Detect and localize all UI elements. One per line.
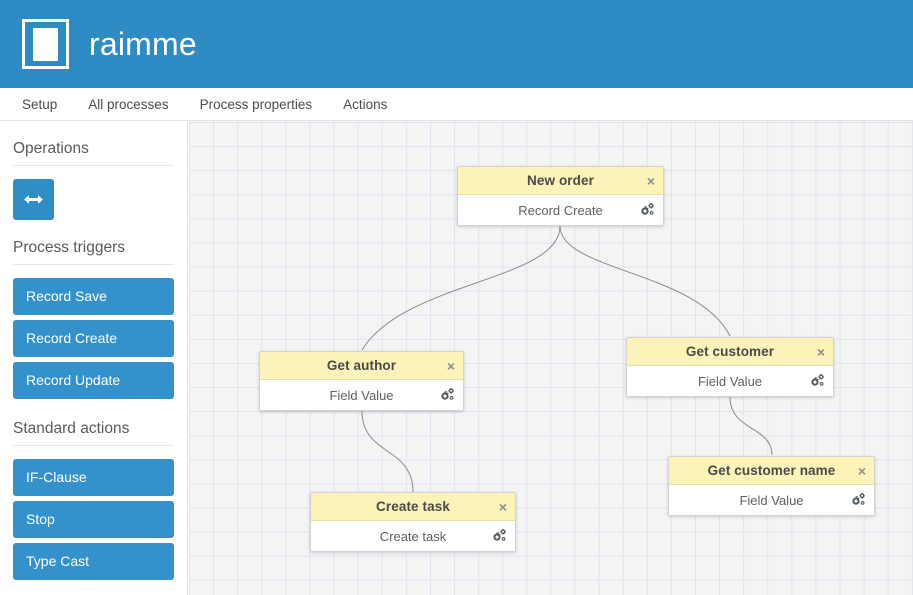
cogs-icon[interactable] <box>849 493 866 508</box>
main-nav: Setup All processes Process properties A… <box>0 88 913 121</box>
trigger-record-save[interactable]: Record Save <box>13 278 174 315</box>
action-if-clause[interactable]: IF-Clause <box>13 459 174 496</box>
process-canvas[interactable]: New order × Record Create <box>189 121 913 595</box>
logo-page-shape <box>33 27 58 61</box>
trigger-record-update[interactable]: Record Update <box>13 362 174 399</box>
node-title: New order <box>527 173 594 188</box>
node-subtitle: Create task <box>379 528 447 544</box>
cogs-icon[interactable] <box>808 374 825 389</box>
node-body: Field Value <box>627 366 833 396</box>
connector-get-author-to-create-task <box>361 410 414 493</box>
close-icon[interactable]: × <box>498 498 507 515</box>
node-subtitle: Field Value <box>329 387 394 403</box>
close-icon[interactable]: × <box>857 462 866 479</box>
node-header[interactable]: Get author × <box>260 352 463 380</box>
sidebar-heading-standard-actions: Standard actions <box>13 404 174 446</box>
action-type-cast[interactable]: Type Cast <box>13 543 174 580</box>
node-subtitle: Field Value <box>697 373 763 389</box>
node-title: Get author <box>326 358 397 373</box>
trigger-record-create[interactable]: Record Create <box>13 320 174 357</box>
connector-new-order-to-get-author <box>361 225 561 351</box>
flow-node-new-order[interactable]: New order × Record Create <box>457 166 664 226</box>
node-header[interactable]: Create task × <box>311 493 515 521</box>
sidebar-heading-operations: Operations <box>13 121 174 166</box>
connector-new-order-to-get-customer <box>559 225 731 337</box>
node-subtitle: Field Value <box>739 492 804 508</box>
operation-resize-button[interactable] <box>13 179 54 220</box>
nav-item-setup[interactable]: Setup <box>22 96 58 112</box>
node-header[interactable]: Get customer name × <box>669 457 874 485</box>
flow-node-get-customer-name[interactable]: Get customer name × Field Value <box>668 456 875 516</box>
connector-get-customer-to-get-customer-name <box>729 396 773 456</box>
action-stop[interactable]: Stop <box>13 501 174 538</box>
cogs-icon[interactable] <box>490 529 507 544</box>
nav-item-actions[interactable]: Actions <box>343 96 388 112</box>
app-header: raimme <box>0 0 913 88</box>
node-title: Get customer <box>685 344 775 359</box>
flow-node-create-task[interactable]: Create task × Create task <box>310 492 516 552</box>
close-icon[interactable]: × <box>816 343 825 360</box>
node-body: Create task <box>311 521 515 551</box>
nav-item-all-processes[interactable]: All processes <box>88 96 169 112</box>
node-header[interactable]: Get customer × <box>627 338 833 366</box>
flow-node-get-customer[interactable]: Get customer × Field Value <box>626 337 834 397</box>
node-subtitle: Record Create <box>518 202 603 218</box>
node-header[interactable]: New order × <box>458 167 663 195</box>
node-title: Create task <box>376 499 450 514</box>
sidebar-heading-process-triggers: Process triggers <box>13 223 174 265</box>
arrows-horizontal-icon <box>24 195 43 204</box>
cogs-icon[interactable] <box>438 388 455 403</box>
document-square-icon <box>22 19 69 69</box>
node-body: Record Create <box>458 195 663 225</box>
cogs-icon[interactable] <box>638 203 655 218</box>
nav-item-process-properties[interactable]: Process properties <box>199 96 313 112</box>
node-title: Get customer name <box>707 463 836 478</box>
close-icon[interactable]: × <box>446 357 455 374</box>
flow-node-get-author[interactable]: Get author × Field Value <box>259 351 464 411</box>
node-body: Field Value <box>669 485 874 515</box>
brand-name: raimme <box>89 26 197 62</box>
sidebar: Operations Process triggers Record Save … <box>0 121 188 595</box>
node-body: Field Value <box>260 380 463 410</box>
close-icon[interactable]: × <box>646 172 655 189</box>
